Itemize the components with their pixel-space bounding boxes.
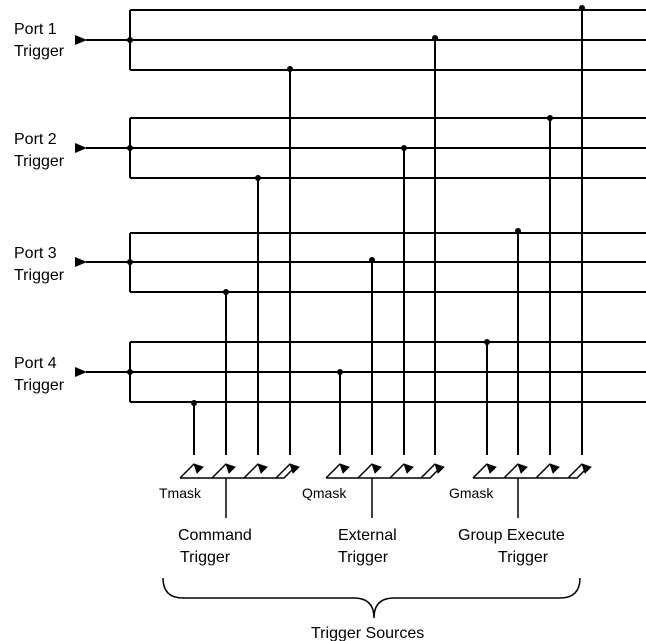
port-2-trigger-label: Trigger (14, 153, 65, 170)
command-trigger-taps (191, 66, 293, 455)
port-buses (75, 9, 646, 403)
port-2-bus (75, 117, 646, 179)
port-3-label: Port 3 (14, 245, 57, 262)
port-4-label: Port 4 (14, 355, 57, 372)
port-labels: Port 1 Trigger Port 2 Trigger Port 3 Tri… (14, 21, 65, 394)
qmask-switch-bank (325, 463, 445, 518)
port-1-bus (75, 9, 646, 71)
group-execute-source-label: Group Execute (458, 527, 565, 544)
port-1-label: Port 1 (14, 21, 57, 38)
external-trigger-source-label: Trigger (338, 549, 389, 566)
port-1-trigger-label: Trigger (14, 43, 65, 60)
command-trigger-source-label: Trigger (180, 549, 231, 566)
external-source-label: External (338, 527, 397, 544)
external-trigger-taps (337, 35, 438, 455)
port-3-bus (75, 232, 646, 293)
qmask-label: Qmask (302, 485, 347, 501)
tmask-label: Tmask (159, 485, 202, 501)
port-2-label: Port 2 (14, 131, 57, 148)
source-taps (191, 5, 585, 455)
group-execute-trigger-taps (484, 5, 585, 455)
group-execute-trigger-source-label: Trigger (498, 549, 549, 566)
port-4-bus (75, 341, 646, 403)
mask-labels: Tmask Qmask Gmask (159, 485, 494, 501)
gmask-label: Gmask (449, 485, 494, 501)
port-4-trigger-label: Trigger (14, 377, 65, 394)
trigger-sources-label: Trigger Sources (311, 625, 424, 641)
source-labels: Command Trigger External Trigger Group E… (178, 527, 565, 566)
command-source-label: Command (178, 527, 252, 544)
port-3-trigger-label: Trigger (14, 267, 65, 284)
trigger-sources-brace (162, 577, 581, 619)
gmask-switch-bank (472, 463, 592, 518)
tmask-switch-bank (179, 463, 300, 518)
mask-switch-banks (179, 463, 592, 518)
